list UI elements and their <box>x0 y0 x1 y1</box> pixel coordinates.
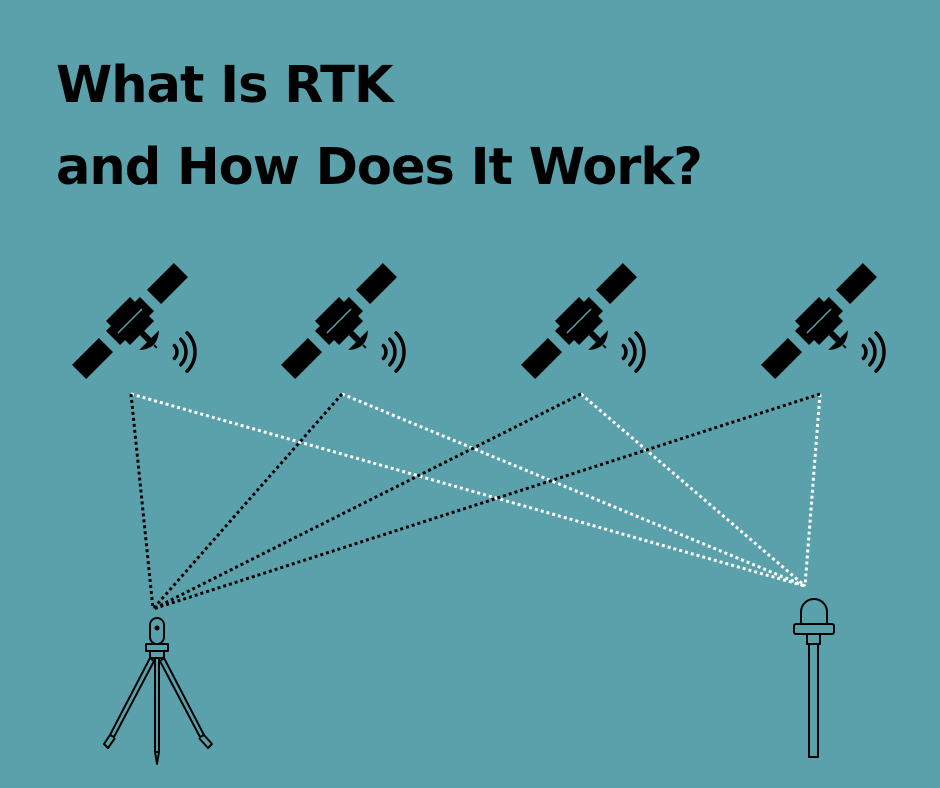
link-sat3-base <box>152 392 582 611</box>
title-line-2: and How Does It Work? <box>56 138 703 197</box>
link-sat4-base <box>152 392 821 611</box>
rover-pole-icon <box>793 598 835 758</box>
title-line-1: What Is RTK <box>56 56 393 115</box>
link-sat1-rover <box>130 392 806 588</box>
link-sat3-rover <box>580 392 806 588</box>
base-links <box>129 392 821 611</box>
link-sat1-base <box>129 393 155 610</box>
tripod-base-station-icon <box>103 617 213 765</box>
link-sat4-rover <box>803 393 822 587</box>
rover-links <box>130 392 822 588</box>
